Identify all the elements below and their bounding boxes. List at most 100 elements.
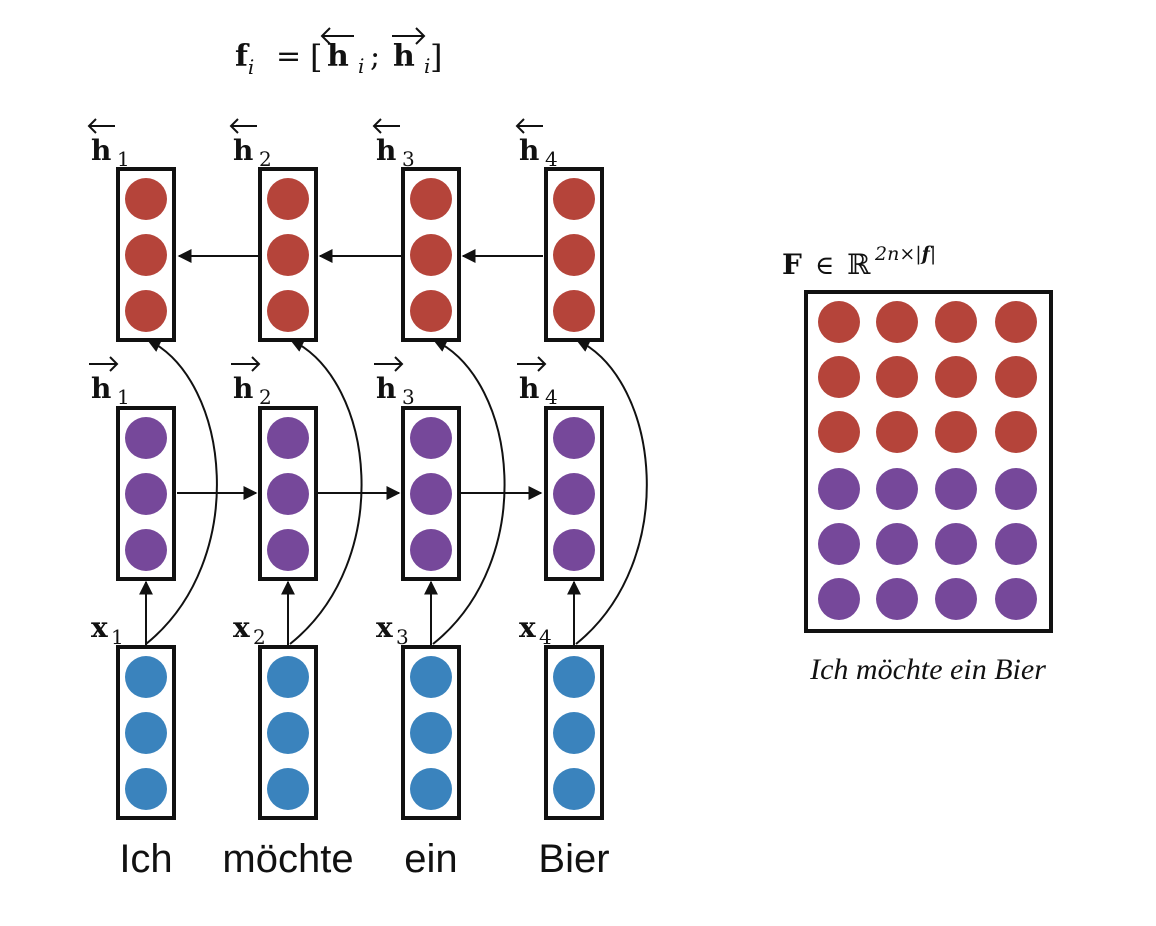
curve-arrow-4: [575, 339, 648, 645]
back-unit-1-3: [125, 290, 167, 332]
matrix-cell-6-1: [818, 578, 860, 620]
back-state-box-1: [116, 167, 176, 342]
input-label-sub-2: 2: [253, 625, 266, 649]
backward-label-sub-4: 4: [545, 147, 558, 171]
forward-label-sub-2: 2: [259, 385, 272, 409]
input-label-sub-4: 4: [539, 625, 552, 649]
input-unit-1-3: [125, 768, 167, 810]
fwd-unit-1-3: [125, 529, 167, 571]
back-unit-2-3: [267, 290, 309, 332]
matrix-cell-5-1: [818, 523, 860, 565]
left-arrow-accent-icon: [515, 118, 543, 134]
curve-arrow-3: [432, 339, 506, 645]
fwd-unit-2-1: [267, 417, 309, 459]
input-state-box-3: [401, 645, 461, 820]
back-unit-1-2: [125, 234, 167, 276]
forward-label-4: h: [519, 372, 539, 405]
curve-arrow-1: [145, 339, 218, 645]
matrix-field: ℝ: [847, 248, 871, 281]
backward-label-4: h: [519, 134, 539, 167]
backward-label-sub-3: 3: [402, 147, 415, 171]
input-unit-2-3: [267, 768, 309, 810]
formula: fi = [ h i ; h i ]: [235, 27, 442, 79]
matrix-cell-4-1: [818, 468, 860, 510]
fwd-state-box-3: [401, 406, 461, 581]
fwd-state-box-1: [116, 406, 176, 581]
input-state-box-2: [258, 645, 318, 820]
matrix-cell-4-4: [995, 468, 1037, 510]
matrix-cell-5-3: [935, 523, 977, 565]
fwd-unit-3-2: [410, 473, 452, 515]
forward-label-sub-4: 4: [545, 385, 558, 409]
input-unit-4-2: [553, 712, 595, 754]
left-arrow-accent-icon: [372, 118, 400, 134]
back-unit-4-1: [553, 178, 595, 220]
matrix-cell-3-1: [818, 411, 860, 453]
formula-f-sub: i: [248, 55, 254, 79]
back-unit-3-2: [410, 234, 452, 276]
right-arrow-accent-icon: [517, 356, 547, 372]
matrix-cell-3-3: [935, 411, 977, 453]
back-state-box-3: [401, 167, 461, 342]
input-label-3: x: [376, 611, 393, 644]
matrix-cell-2-2: [876, 356, 918, 398]
formula-fwd-h: h: [393, 39, 415, 74]
matrix-cell-2-3: [935, 356, 977, 398]
right-arrow-accent-icon: [89, 356, 119, 372]
input-unit-1-2: [125, 712, 167, 754]
forward-label-1: h: [91, 372, 111, 405]
word-1: Ich: [119, 837, 172, 881]
left-arrow-accent-icon: [87, 118, 115, 134]
right-arrow-accent-icon: [231, 356, 261, 372]
backward-label-sub-2: 2: [259, 147, 272, 171]
word-2: möchte: [222, 837, 353, 881]
fwd-unit-1-2: [125, 473, 167, 515]
fwd-unit-1-1: [125, 417, 167, 459]
input-unit-2-1: [267, 656, 309, 698]
matrix-cell-5-2: [876, 523, 918, 565]
backward-label-3: h: [376, 134, 396, 167]
matrix-title: F ∈ ℝ 2n×|f|: [782, 243, 936, 281]
matrix-cell-3-4: [995, 411, 1037, 453]
right-arrow-accent-icon: [374, 356, 404, 372]
fwd-unit-3-1: [410, 417, 452, 459]
backward-label-2: h: [233, 134, 253, 167]
fwd-state-box-2: [258, 406, 318, 581]
svg-text:2n×|f|: 2n×|f|: [874, 243, 936, 265]
matrix-caption: Ich möchte ein Bier: [809, 653, 1046, 686]
input-unit-2-2: [267, 712, 309, 754]
formula-fwd-sub: i: [424, 54, 430, 78]
left-arrow-accent-icon: [229, 118, 257, 134]
fwd-unit-4-2: [553, 473, 595, 515]
input-unit-4-3: [553, 768, 595, 810]
formula-equals: =: [276, 39, 301, 74]
input-unit-1-1: [125, 656, 167, 698]
input-unit-3-2: [410, 712, 452, 754]
matrix-cell-6-2: [876, 578, 918, 620]
input-arrows: [139, 580, 581, 646]
back-state-box-4: [544, 167, 604, 342]
input-label-2: x: [233, 611, 250, 644]
input-label-sub-3: 3: [396, 625, 409, 649]
input-label-sub-1: 1: [111, 625, 124, 649]
word-3: ein: [404, 837, 457, 881]
forward-label-sub-3: 3: [402, 385, 415, 409]
word-4: Bier: [538, 837, 609, 881]
formula-close: ]: [430, 38, 442, 76]
back-unit-3-3: [410, 290, 452, 332]
back-unit-4-2: [553, 234, 595, 276]
matrix-symbol: F: [782, 248, 802, 281]
forward-label-2: h: [233, 372, 253, 405]
matrix-cell-5-4: [995, 523, 1037, 565]
input-label-4: x: [519, 611, 536, 644]
matrix-in: ∈: [815, 251, 834, 281]
fwd-unit-4-3: [553, 529, 595, 571]
left-arrow-accent-icon: [320, 27, 354, 45]
forward-label-sub-1: 1: [117, 385, 130, 409]
input-unit-3-1: [410, 656, 452, 698]
formula-sep: ;: [370, 39, 380, 74]
back-unit-3-1: [410, 178, 452, 220]
